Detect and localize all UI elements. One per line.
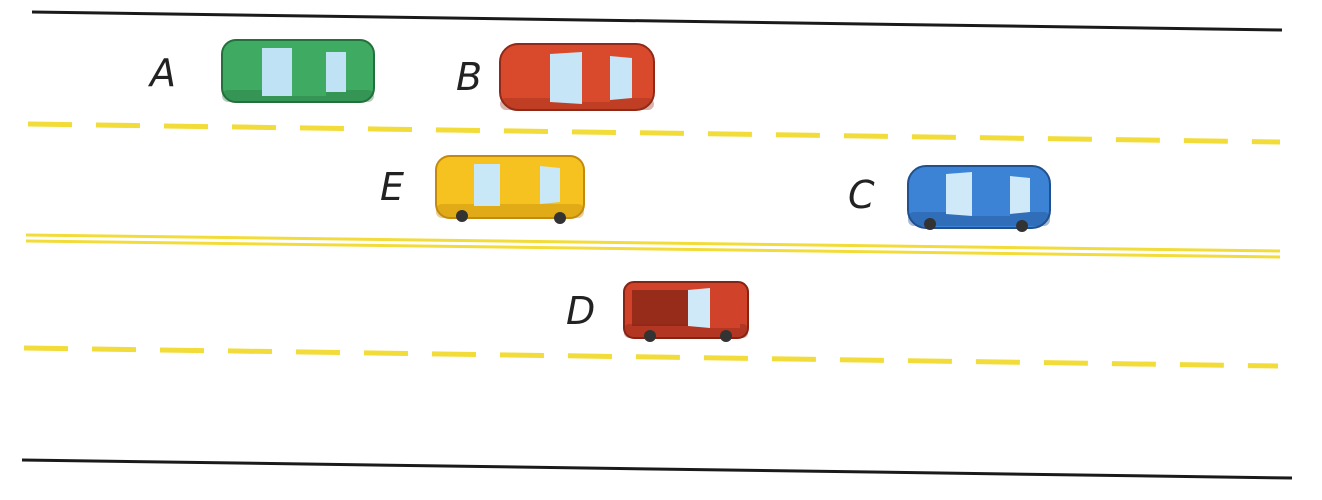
road-edge-top (31, 10, 1283, 32)
car-label-a: A (147, 51, 176, 95)
car-label-d: D (566, 289, 595, 333)
car-label-c: C (848, 173, 875, 217)
car-label-b: B (456, 55, 482, 99)
car-label-e: E (380, 165, 404, 209)
center-double-line (25, 233, 1281, 259)
car-c (907, 165, 1051, 232)
road-edge-bottom (21, 458, 1293, 480)
car-e (435, 155, 585, 224)
lane-divider-dashed-upper (27, 121, 1281, 145)
lane-divider-dashed-lower (23, 345, 1279, 369)
car-b (499, 43, 655, 111)
car-a (221, 39, 375, 103)
car-d (623, 281, 749, 342)
